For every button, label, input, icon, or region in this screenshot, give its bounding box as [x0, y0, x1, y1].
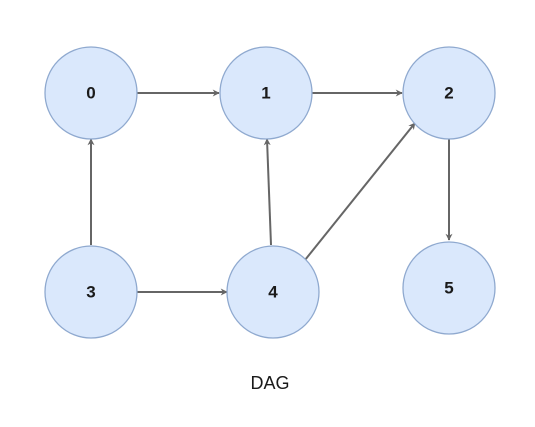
node-3-label: 3: [86, 283, 95, 302]
node-0-label: 0: [86, 84, 95, 103]
node-0: 0: [44, 46, 138, 140]
node-1-label: 1: [261, 84, 270, 103]
nodes: 0 1 2 3 4 5: [44, 46, 496, 339]
node-5: 5: [402, 241, 496, 335]
node-2-label: 2: [444, 84, 453, 103]
diagram-caption: DAG: [250, 373, 289, 393]
edge-4-to-1: [263, 138, 272, 246]
node-2: 2: [402, 46, 496, 140]
node-3: 3: [44, 245, 138, 339]
node-4-label: 4: [268, 283, 278, 302]
node-1: 1: [219, 46, 313, 140]
edge-4-to-2: [304, 122, 416, 261]
node-5-label: 5: [444, 279, 453, 298]
edges: [87, 89, 453, 296]
node-4: 4: [226, 245, 320, 339]
